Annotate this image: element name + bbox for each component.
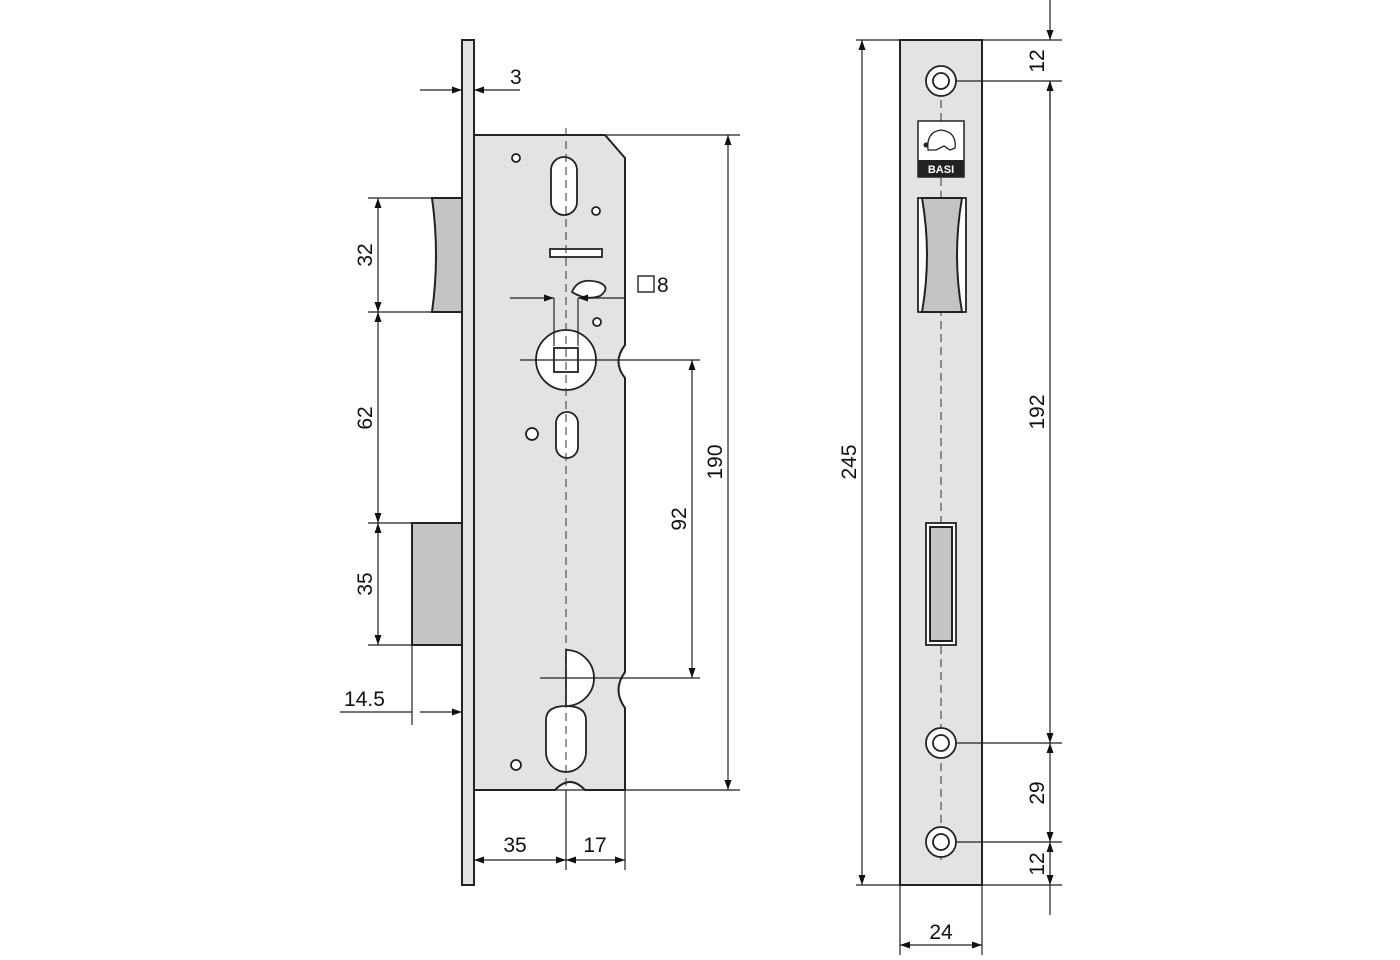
dim-latch-height: 32 — [354, 243, 377, 266]
rivet-hole — [525, 427, 539, 441]
dim-spindle-to-cylinder: 92 — [668, 507, 691, 530]
basi-logo: BASI — [917, 120, 965, 178]
screw-hole-inner — [932, 734, 950, 752]
dim-case-height: 190 — [704, 444, 727, 479]
screw-hole-inner — [932, 833, 950, 851]
dim-screw-gap: 29 — [1026, 781, 1049, 804]
rivet-hole — [592, 317, 602, 327]
dim-screw-top: 12 — [1026, 49, 1049, 72]
dead-bolt — [411, 522, 463, 646]
bolt-front — [929, 526, 953, 642]
dim-screw-spacing: 192 — [1026, 394, 1049, 429]
dim-backset: 35 — [503, 834, 526, 857]
square-symbol-icon — [637, 275, 655, 293]
slot-middle — [555, 411, 579, 459]
dim-bolt-throw: 14.5 — [344, 688, 385, 711]
faceplate-front-view: BASI 245 12 192 29 — [838, 0, 1062, 955]
dim-plate-width: 24 — [929, 921, 953, 944]
dim-screw-bottom: 12 — [1026, 852, 1049, 875]
screw-hole-inner — [932, 72, 950, 90]
rivet-hole — [591, 206, 601, 216]
latch-bolt — [430, 197, 463, 313]
lock-case — [473, 134, 626, 791]
dim-square-spindle: 8 — [657, 274, 669, 297]
dim-latch-to-bolt: 62 — [354, 406, 377, 429]
slot-top — [550, 156, 578, 216]
euro-cylinder-cutout — [545, 649, 595, 773]
dim-bolt-height: 35 — [354, 572, 377, 595]
follower-slot — [549, 248, 603, 258]
dim-thickness: 3 — [510, 66, 522, 89]
logo-text: BASI — [928, 164, 954, 176]
rivet-hole — [510, 759, 522, 771]
dim-cylinder-offset: 17 — [583, 834, 606, 857]
latch-front — [920, 197, 964, 313]
lock-side-view: 3 32 62 35 14.5 8 92 190 35 17 — [340, 39, 740, 886]
dim-plate-length: 245 — [838, 444, 861, 479]
rivet-hole — [511, 153, 521, 163]
faceplate-edge — [461, 39, 475, 886]
